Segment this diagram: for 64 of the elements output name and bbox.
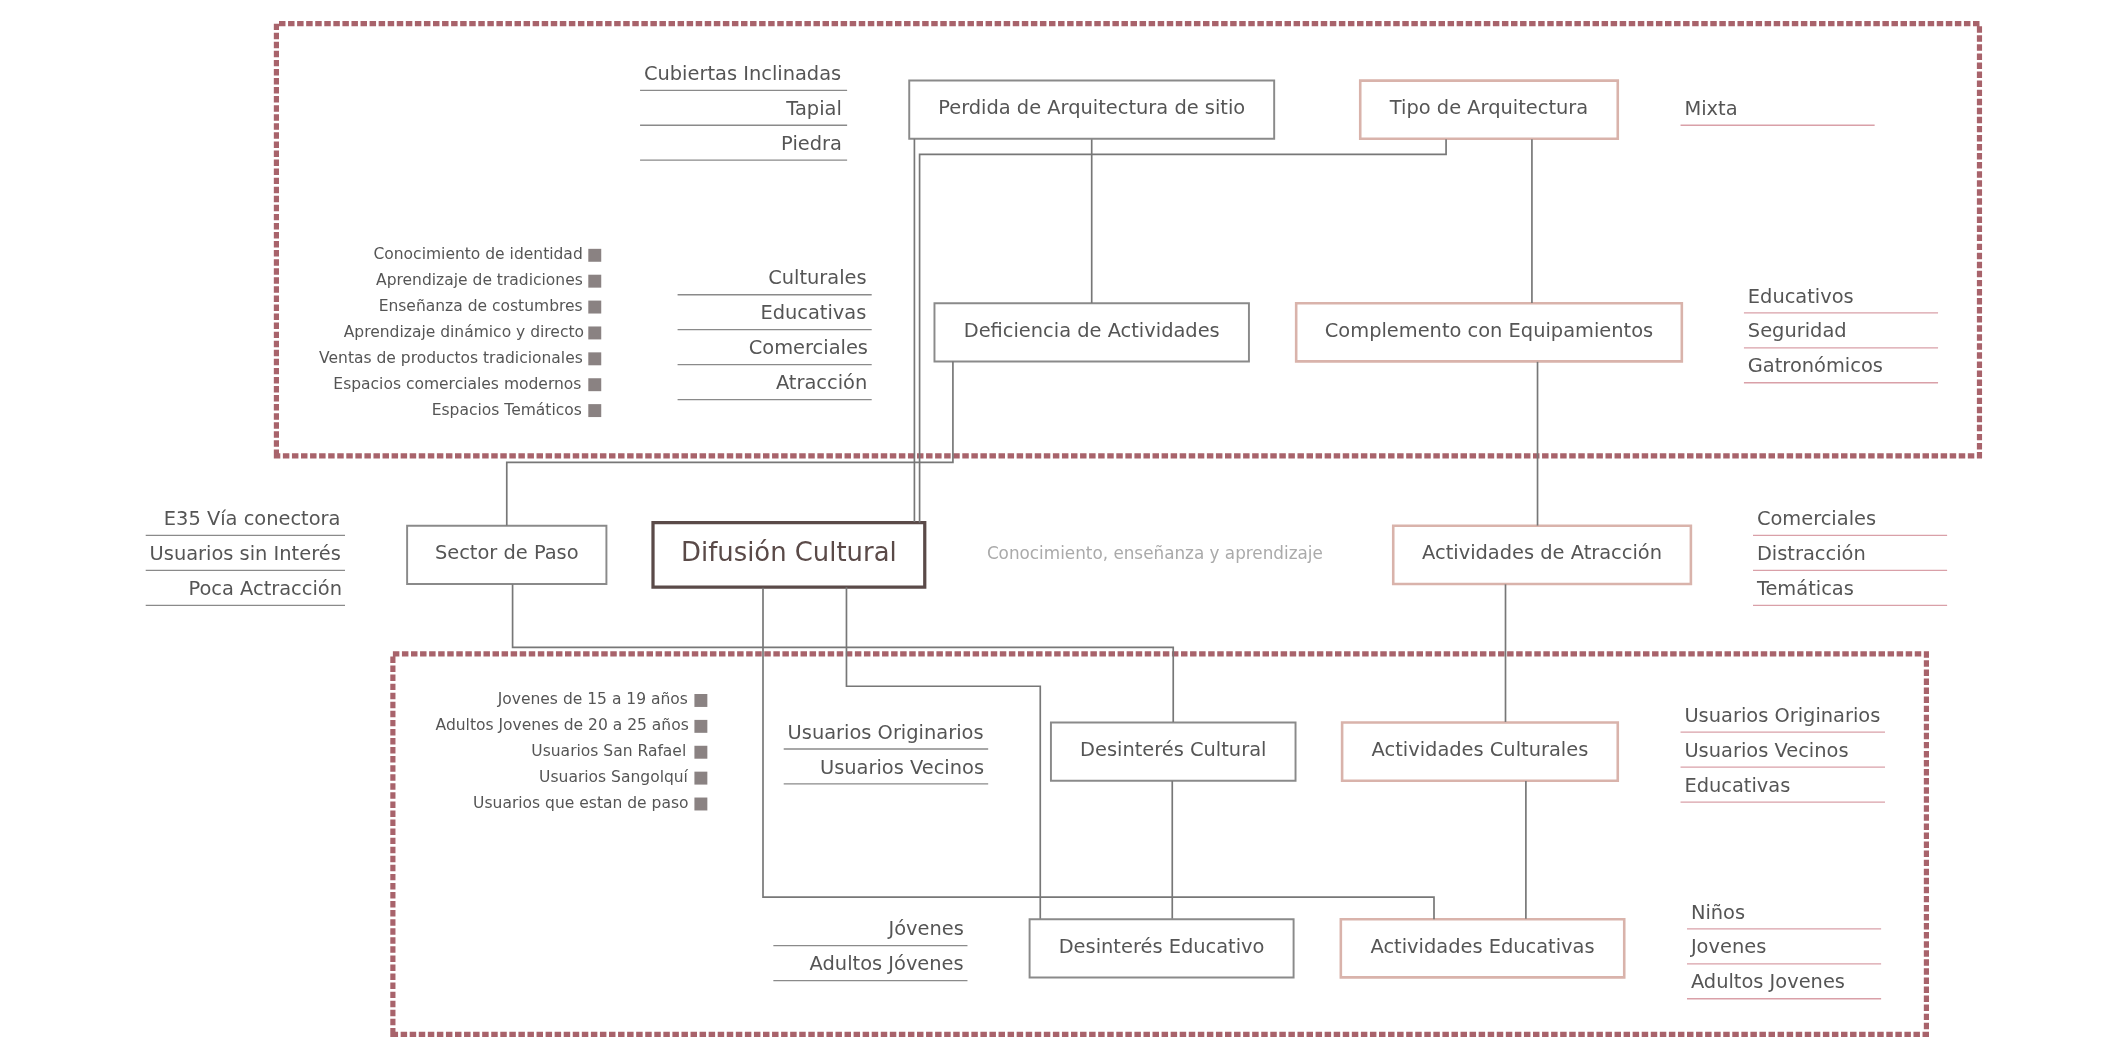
label: Espacios Temáticos — [431, 400, 582, 419]
node-box: Difusión Cultural — [650, 520, 926, 589]
node-box: Actividades de Atracción — [1391, 524, 1692, 586]
node-label: Usuarios sin Interés — [149, 542, 341, 566]
node-label: Piedra — [780, 131, 842, 155]
cluster — [273, 21, 1982, 459]
node-box: Actividades Educativas — [1339, 917, 1626, 979]
node-label: Adultos Jovenes — [1690, 970, 1845, 994]
connector — [505, 360, 954, 527]
node-label: Usuarios Originarios — [787, 720, 984, 744]
node-box: Desinterés Educativo — [1028, 918, 1295, 979]
connector — [1170, 780, 1173, 920]
connector — [1536, 361, 1538, 527]
label: Enseñanza de costumbres — [378, 297, 583, 316]
label: Aprendizaje dinámico y directo — [343, 322, 584, 341]
connector — [511, 583, 1174, 723]
node-label: Jóvenes — [888, 917, 964, 941]
node-label: Usuarios Vecinos — [1683, 738, 1849, 762]
node-label: Tapial — [785, 96, 842, 120]
label: Espacios comerciales modernos — [332, 374, 581, 393]
label: Usuarios que estan de paso — [472, 794, 689, 813]
node-label: Temáticas — [1756, 577, 1854, 600]
node-label: Jovenes — [1690, 935, 1766, 959]
node-box: Actividades Culturales — [1340, 721, 1619, 782]
node-label: Culturales — [767, 266, 867, 290]
label: Adultos Jovenes de 20 a 25 años — [435, 716, 689, 735]
connector — [1090, 138, 1093, 304]
node-label: E35 Vía conectora — [163, 507, 340, 531]
node-box: Complemento con Equipamientos — [1294, 301, 1683, 363]
node-box: Desinterés Cultural — [1049, 721, 1296, 782]
node-label: Niños — [1690, 900, 1745, 924]
node-label: Comerciales — [1756, 507, 1876, 531]
node-label: Usuarios Originarios — [1683, 703, 1880, 727]
node-box: Deficiencia de Actividades — [933, 302, 1250, 363]
node-label: Adultos Jóvenes — [809, 952, 964, 976]
cluster — [389, 651, 1929, 1037]
connector — [1504, 583, 1506, 723]
connector — [913, 138, 915, 523]
node-label: Educativos — [1747, 284, 1854, 308]
label: Aprendizaje de tradiciones — [375, 271, 583, 290]
node-box: Sector de Paso — [405, 524, 607, 585]
node-label: Educativas — [759, 301, 866, 325]
node-label: Distracción — [1756, 542, 1866, 566]
label: Conocimiento de identidad — [372, 245, 583, 264]
node-label: Comerciales — [748, 336, 868, 360]
node-label: Gatronómicos — [1747, 354, 1883, 378]
node-label: Poca Actracción — [187, 577, 342, 600]
node-label: Cubiertas Inclinadas — [643, 61, 841, 85]
node-label: Atracción — [775, 371, 867, 395]
node-box: Perdida de Arquitectura de sitio — [907, 79, 1275, 140]
label: Jovenes de 15 a 19 años — [497, 690, 688, 709]
label: Ventas de productos tradicionales — [318, 348, 583, 367]
node-box: Tipo de Arquitectura — [1358, 79, 1619, 141]
node-label: Mixta — [1683, 96, 1738, 120]
node-label: Conocimiento, enseñanza y aprendizaje — [986, 543, 1323, 564]
connector — [918, 138, 1447, 524]
connector — [1524, 780, 1527, 920]
node-label: Educativas — [1683, 773, 1790, 797]
connector — [845, 586, 1041, 920]
connector — [1530, 138, 1533, 304]
node-label: Usuarios Vecinos — [819, 755, 984, 779]
label: Usuarios Sangolquí — [538, 768, 688, 787]
label: Usuarios San Rafael — [530, 742, 686, 761]
node-label: Seguridad — [1747, 319, 1847, 343]
